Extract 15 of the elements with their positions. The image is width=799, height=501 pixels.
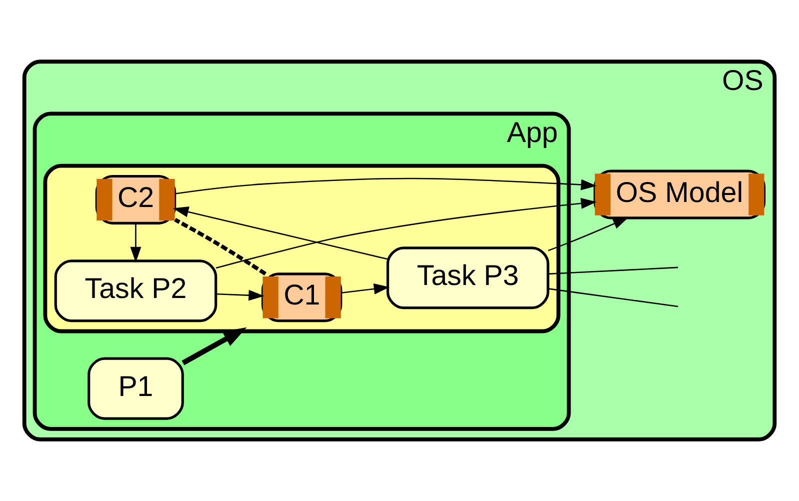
connector bbox=[174, 218, 266, 276]
node-box: Task P3 bbox=[386, 246, 550, 310]
node-box: P1 bbox=[88, 357, 184, 420]
arrow bbox=[548, 217, 629, 252]
arrow bbox=[216, 198, 597, 269]
arrow bbox=[340, 283, 390, 294]
arrow bbox=[216, 290, 264, 301]
connector bbox=[548, 288, 678, 308]
node-box: Task P2 bbox=[54, 260, 218, 322]
arrow bbox=[172, 206, 388, 260]
cluster bbox=[43, 164, 560, 334]
connector bbox=[548, 266, 678, 275]
arrow bbox=[174, 178, 597, 194]
arrow bbox=[182, 327, 247, 366]
arrow bbox=[130, 223, 142, 263]
